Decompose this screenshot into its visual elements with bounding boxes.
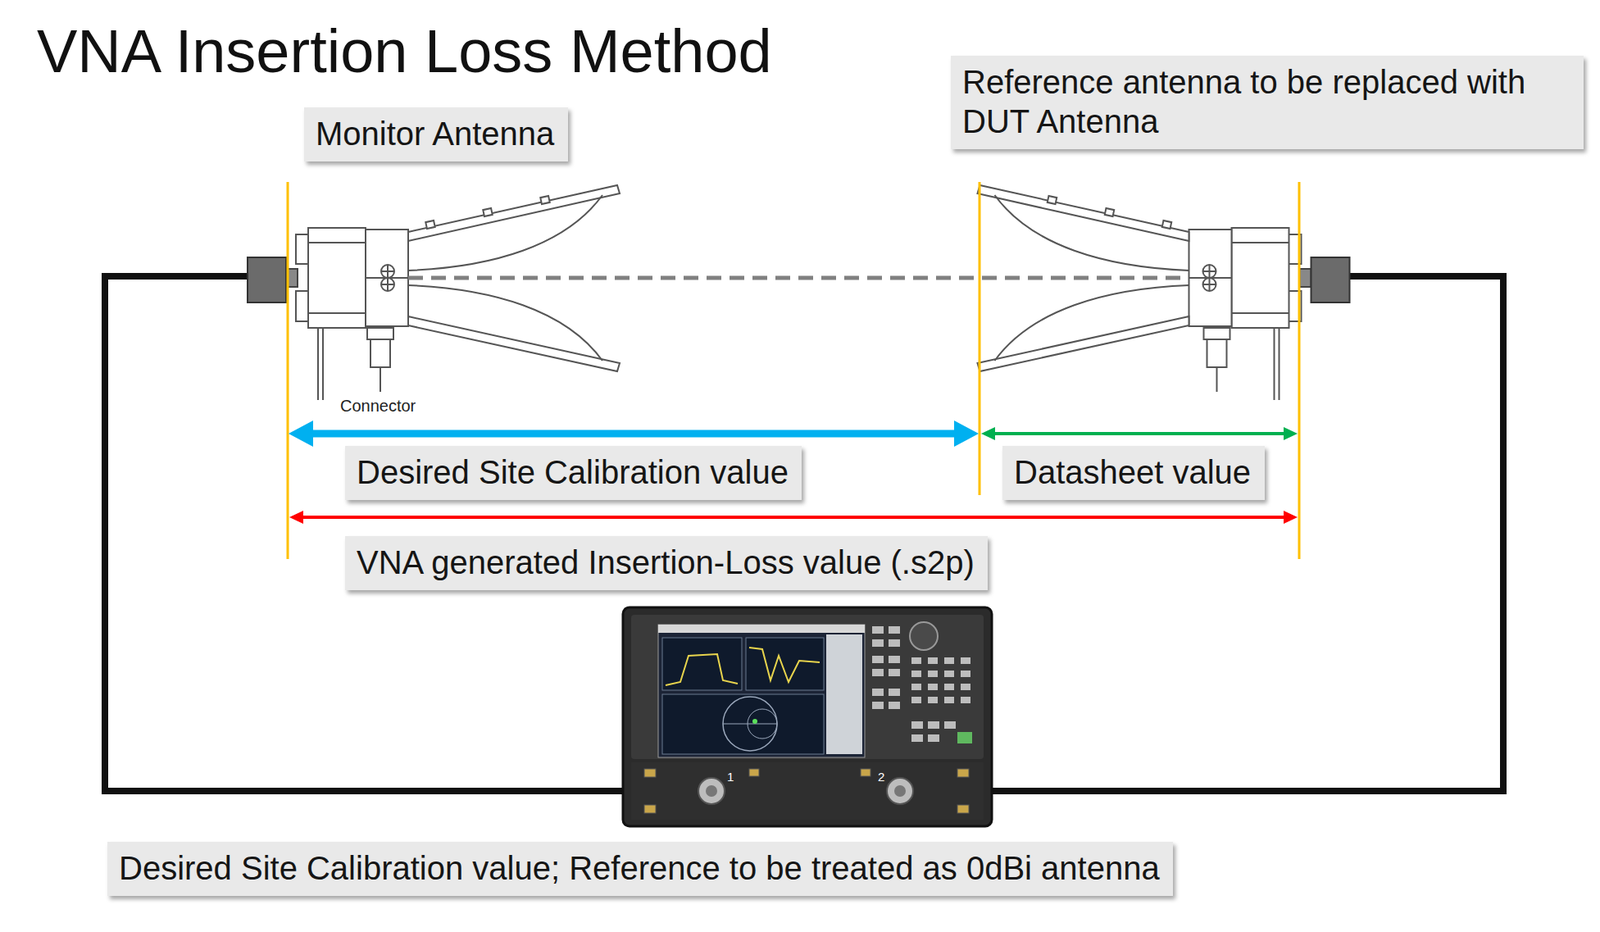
vector-network-analyzer: [927, 670, 938, 678]
insertion-loss-arrow: [289, 510, 304, 524]
vector-network-analyzer: [957, 768, 969, 778]
vector-network-analyzer: [927, 734, 940, 742]
datasheet-arrow: [981, 427, 996, 441]
vector-network-analyzer: [911, 721, 923, 729]
vector-network-analyzer: [644, 768, 656, 778]
vector-network-analyzer: [658, 624, 865, 633]
connector-label: Connector: [340, 396, 416, 415]
vector-network-analyzer: [888, 668, 900, 677]
reference-planes: [978, 181, 982, 496]
antenna-tag: Reference antenna to be replaced with DU…: [950, 55, 1584, 150]
reference-horn-antenna: [977, 185, 1350, 400]
vector-network-analyzer: [960, 657, 971, 664]
vector-network-analyzer: [749, 768, 760, 777]
vector-network-analyzer: [957, 731, 973, 744]
insertion-loss-arrow: [1283, 510, 1298, 524]
vector-network-analyzer: [957, 804, 969, 814]
caption-box: Desired Site Calibration value; Referenc…: [107, 841, 1173, 896]
vector-network-analyzer: [911, 670, 922, 678]
boresight-dashed-line: [408, 276, 1189, 281]
vector-network-analyzer: [622, 607, 992, 827]
vector-network-analyzer: [749, 647, 820, 682]
vector-network-analyzer: [888, 639, 900, 647]
vector-network-analyzer: [960, 683, 971, 691]
box-text: Monitor Antenna: [315, 113, 557, 154]
vector-network-analyzer: [860, 768, 871, 777]
vector-network-analyzer: [944, 683, 955, 691]
vector-network-analyzer: [872, 626, 884, 634]
vector-network-analyzer: [944, 657, 955, 664]
vector-network-analyzer: [944, 721, 956, 729]
vector-network-analyzer: [631, 762, 984, 820]
insertion-loss-arrow: [289, 510, 1298, 524]
vector-network-analyzer: [662, 637, 742, 691]
monitor-horn-antenna: [247, 185, 620, 400]
vector-network-analyzer: [888, 655, 900, 664]
vector-network-analyzer: [944, 670, 955, 678]
vector-network-analyzer: [752, 718, 758, 724]
vector-network-analyzer: [665, 654, 738, 686]
vector-network-analyzer: [722, 723, 778, 725]
vector-network-analyzer: [960, 696, 971, 704]
vector-network-analyzer: [622, 607, 992, 827]
vector-network-analyzer: [944, 696, 955, 704]
reference-planes: [1298, 181, 1301, 560]
vector-network-analyzer: [745, 637, 824, 691]
box-text: Datasheet value: [1013, 452, 1254, 492]
box-text: VNA generated Insertion-Loss value (.s2p…: [356, 542, 977, 582]
vector-network-analyzer: [658, 624, 865, 758]
insertion-loss-arrow: [300, 515, 1287, 519]
site-calibration-arrow: [309, 430, 958, 438]
reference-planes: [287, 181, 1300, 560]
vector-network-analyzer: [631, 614, 984, 760]
diagram-title: VNA Insertion Loss Method: [36, 16, 773, 87]
vector-network-analyzer: [662, 694, 824, 755]
vector-network-analyzer: [927, 657, 938, 664]
port-number: 1: [727, 770, 734, 785]
site-calibration-arrow: [288, 420, 314, 447]
vector-network-analyzer: [872, 655, 884, 664]
vector-network-analyzer: [927, 683, 938, 691]
dimension-tag: VNA generated Insertion-Loss value (.s2p…: [345, 536, 988, 591]
vector-network-analyzer: [927, 696, 938, 704]
vector-network-analyzer: [644, 804, 656, 814]
datasheet-arrow: [991, 431, 1287, 436]
port-number: 2: [877, 770, 885, 785]
vector-network-analyzer: [911, 734, 923, 742]
vector-network-analyzer: [722, 696, 778, 751]
dimension-tag: Datasheet value: [1002, 445, 1265, 500]
vector-network-analyzer: [911, 683, 922, 691]
vector-network-analyzer: [909, 622, 938, 650]
vector-network-analyzer: [644, 768, 969, 814]
datasheet-arrow: [1283, 427, 1298, 441]
vector-network-analyzer: [888, 701, 900, 710]
vector-network-analyzer: [872, 639, 884, 647]
reference-planes: [286, 181, 290, 560]
box-text: Desired Site Calibration value: [356, 452, 791, 492]
box-text: Desired Site Calibration value; Referenc…: [118, 848, 1162, 888]
vector-network-analyzer: [960, 670, 971, 678]
dimension-tag: Desired Site Calibration value: [345, 445, 802, 500]
vector-network-analyzer: [888, 626, 900, 634]
vector-network-analyzer: [872, 668, 884, 677]
cable-left: [104, 276, 712, 791]
vector-network-analyzer: [894, 785, 906, 797]
vector-network-analyzer: [911, 696, 922, 704]
vector-network-analyzer: [872, 688, 884, 696]
vector-network-analyzer: [698, 777, 725, 805]
vector-network-analyzer: [927, 721, 940, 729]
vector-network-analyzer: [886, 777, 914, 805]
datasheet-arrow: [981, 427, 1298, 441]
vector-network-analyzer: [911, 657, 922, 664]
site-calibration-arrow: [954, 420, 979, 447]
vector-network-analyzer: [872, 626, 971, 742]
vector-network-analyzer: [705, 785, 718, 797]
box-text: Reference antenna to be replaced with DU…: [962, 62, 1571, 141]
vector-network-analyzer: [826, 634, 863, 755]
antenna-tag: Monitor Antenna: [304, 107, 569, 162]
vector-network-analyzer: [888, 688, 900, 696]
vector-network-analyzer: [872, 701, 884, 710]
site-calibration-arrow: [288, 420, 979, 447]
